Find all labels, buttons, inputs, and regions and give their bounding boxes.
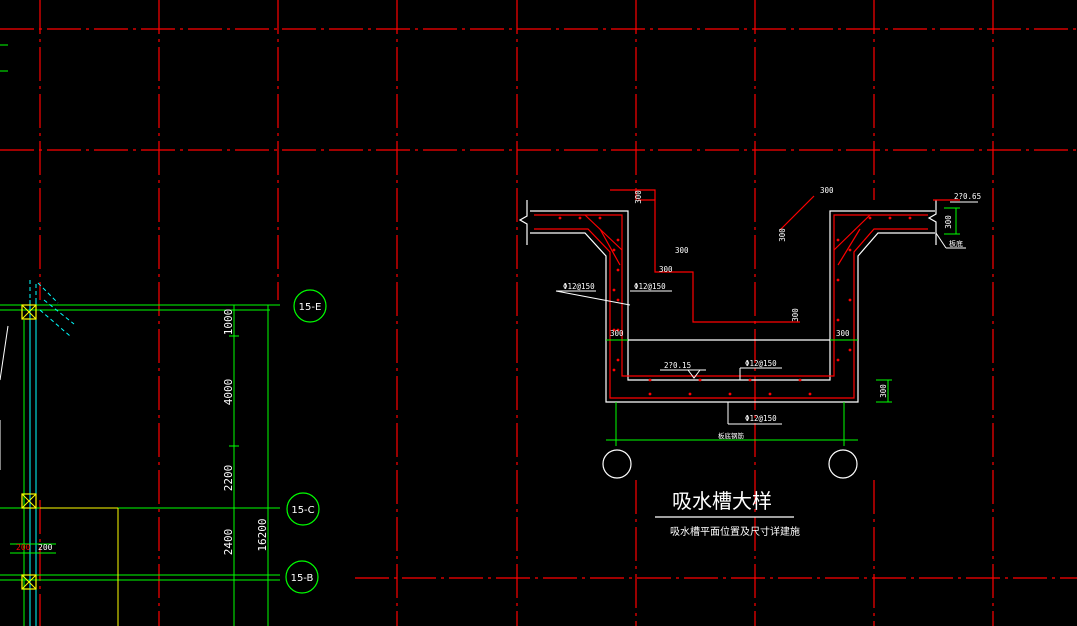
break-line-right [927, 200, 937, 245]
dim-300-d: 300 [820, 186, 834, 195]
white-line-1 [0, 325, 9, 381]
dim-300-h: 300 [836, 329, 850, 338]
rebar-label-bottom2: Φ12@150 [745, 414, 777, 423]
svg-text:15-B: 15-B [291, 573, 314, 584]
axis-bubble-15-b: 15-B [285, 560, 319, 594]
axis-bubble-15-e: 15-E [293, 289, 327, 323]
axis-bubble-15-c: 15-C [286, 492, 320, 526]
dim-4000: 4000 [222, 379, 235, 406]
dim-300-f: 300 [791, 308, 800, 322]
sump-outline-inner [627, 340, 831, 381]
dim-300-i: 300 [944, 215, 953, 229]
rebar-lines [534, 214, 928, 399]
dim-2400: 2400 [222, 529, 235, 556]
column-e [21, 304, 37, 320]
dim-300-g: 300 [610, 329, 624, 338]
sump-outline-outer [530, 210, 935, 341]
svg-text:15-C: 15-C [291, 505, 314, 516]
dim-300-a: 300 [634, 190, 643, 204]
level-mark-right: 2?0.65 [950, 192, 981, 203]
left-plan: 1000 4000 2200 2400 16200 200 200 15-E 1… [0, 44, 327, 626]
column-b [21, 574, 37, 590]
inner-red-steps [610, 189, 960, 323]
bottom-note: 板底钢筋 [718, 431, 745, 440]
sump-outline-slab-bottom-left [530, 232, 935, 403]
dim-small-200-b: 200 [38, 543, 53, 552]
note-right: 板底 [935, 232, 966, 249]
sump-axis-left [602, 449, 632, 479]
sump-detail: 300 300 300 300 300 300 300 300 300 300 … [518, 186, 981, 538]
level-mark-mid: 2?0.15 [660, 361, 706, 379]
svg-text:15-E: 15-E [299, 302, 322, 313]
break-line-left [518, 200, 528, 245]
dim-2200: 2200 [222, 465, 235, 492]
dim-16200: 16200 [256, 518, 269, 551]
dim-ticks [229, 304, 273, 576]
dim-300-right-bottom: 300 [879, 384, 888, 398]
dim-small-200-a: 200 [16, 543, 31, 552]
cyan-hatch [29, 280, 75, 337]
sump-axis-right [828, 449, 858, 479]
rebar-dots [558, 216, 912, 396]
dim-300-e: 300 [778, 228, 787, 242]
rebar-label-inner: Φ12@150 [634, 282, 666, 291]
detail-dim-lines [606, 207, 960, 446]
column-c [21, 493, 37, 509]
detail-subtitle: 吸水槽平面位置及尺寸详建施 [670, 525, 800, 538]
dim-300-b: 300 [659, 265, 673, 274]
svg-text:2?0.15: 2?0.15 [664, 361, 691, 370]
rebar-label-bottom1: Φ12@150 [745, 359, 777, 368]
svg-text:板底: 板底 [949, 239, 963, 248]
svg-text:2?0.65: 2?0.65 [954, 192, 981, 201]
dim-300-c: 300 [675, 246, 689, 255]
dim-1000: 1000 [222, 309, 235, 336]
rebar-label-left: Φ12@150 [563, 282, 595, 291]
detail-title: 吸水槽大样 [672, 489, 772, 513]
